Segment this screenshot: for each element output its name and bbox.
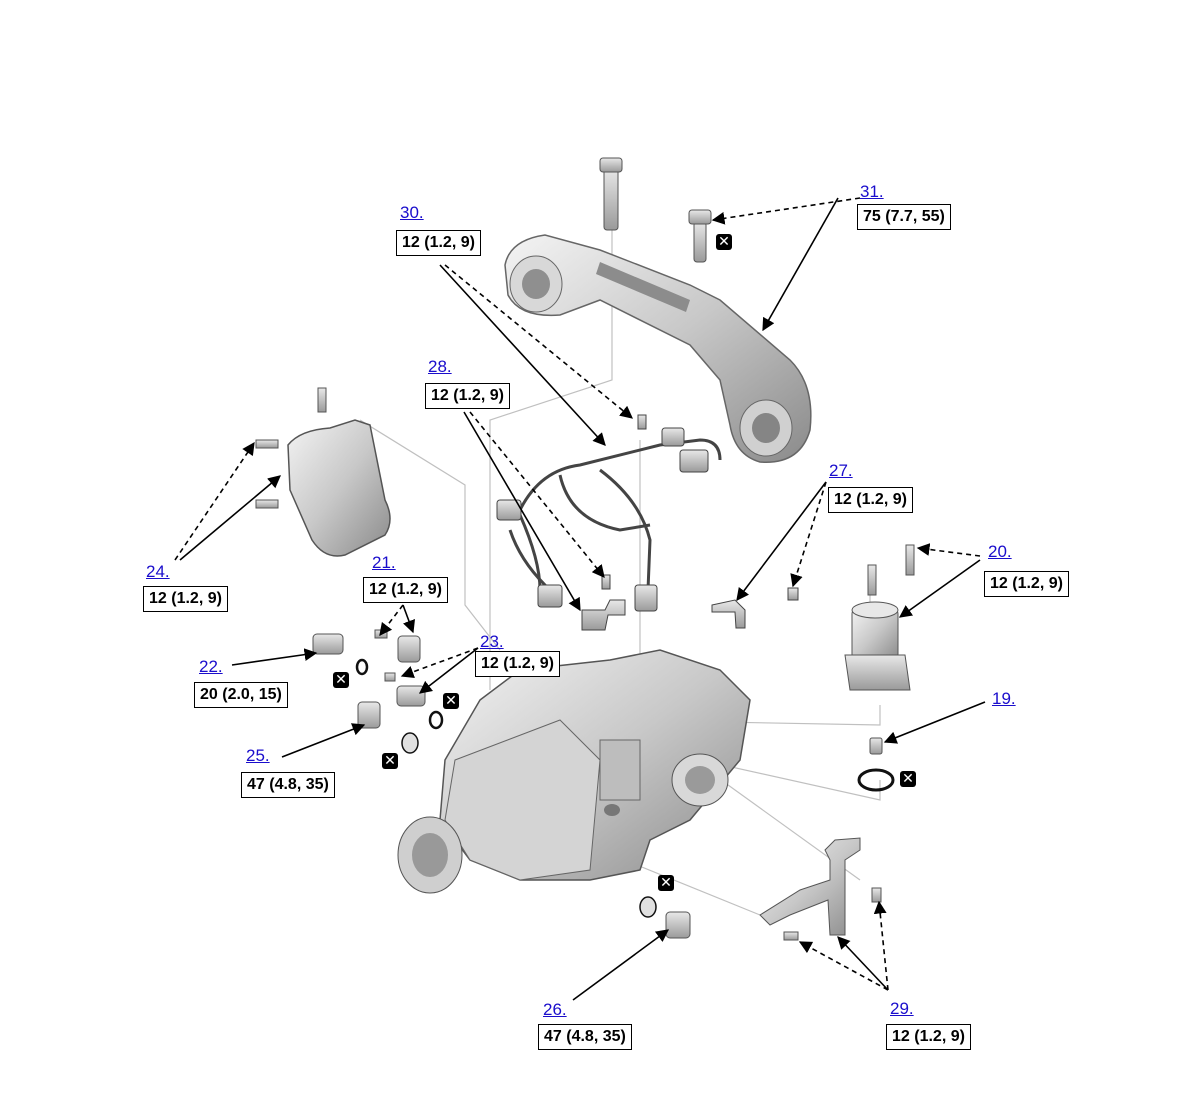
actuator-motor (844, 544, 915, 691)
torque-20: 12 (1.2, 9) (984, 571, 1069, 597)
callout-28[interactable]: 28. (428, 357, 452, 376)
wiring-harness (508, 438, 722, 602)
leader-arrows (174, 197, 986, 1001)
replace-part-x-icon: ✕ (333, 672, 349, 688)
callout-29[interactable]: 29. (890, 999, 914, 1018)
torque-29: 12 (1.2, 9) (886, 1024, 971, 1050)
callout-26[interactable]: 26. (543, 1000, 567, 1019)
replace-part-x-icon: ✕ (382, 753, 398, 769)
transfer-case-housing (397, 649, 751, 894)
torque-27: 12 (1.2, 9) (828, 487, 913, 513)
callout-25[interactable]: 25. (246, 746, 270, 765)
callout-22[interactable]: 22. (199, 657, 223, 676)
harness-connectors (496, 427, 709, 612)
torque-31: 75 (7.7, 55) (857, 204, 951, 230)
torque-23: 12 (1.2, 9) (475, 651, 560, 677)
callout-20[interactable]: 20. (988, 542, 1012, 561)
mount-bracket (504, 234, 812, 463)
replace-part-x-icon: ✕ (658, 875, 674, 891)
callout-31[interactable]: 31. (860, 182, 884, 201)
harness-clips (581, 414, 799, 631)
callout-23[interactable]: 23. (480, 632, 504, 651)
replace-part-x-icon: ✕ (900, 771, 916, 787)
torque-28: 12 (1.2, 9) (425, 383, 510, 409)
bracket-bolts (599, 157, 712, 263)
shift-bracket (759, 837, 882, 941)
washers-and-rings (355, 658, 657, 918)
callout-27[interactable]: 27. (829, 461, 853, 480)
callout-21[interactable]: 21. (372, 553, 396, 572)
callout-19[interactable]: 19. (992, 689, 1016, 708)
torque-30: 12 (1.2, 9) (396, 230, 481, 256)
sensors-and-plugs (312, 629, 691, 939)
torque-22: 20 (2.0, 15) (194, 682, 288, 708)
torque-24: 12 (1.2, 9) (143, 586, 228, 612)
replace-part-x-icon: ✕ (443, 693, 459, 709)
replace-part-x-icon: ✕ (716, 234, 732, 250)
fitting-and-oring (857, 737, 895, 792)
torque-25: 47 (4.8, 35) (241, 772, 335, 798)
callout-24[interactable]: 24. (146, 562, 170, 581)
callout-30[interactable]: 30. (400, 203, 424, 222)
heat-shield (255, 387, 391, 557)
torque-21: 12 (1.2, 9) (363, 577, 448, 603)
torque-26: 47 (4.8, 35) (538, 1024, 632, 1050)
